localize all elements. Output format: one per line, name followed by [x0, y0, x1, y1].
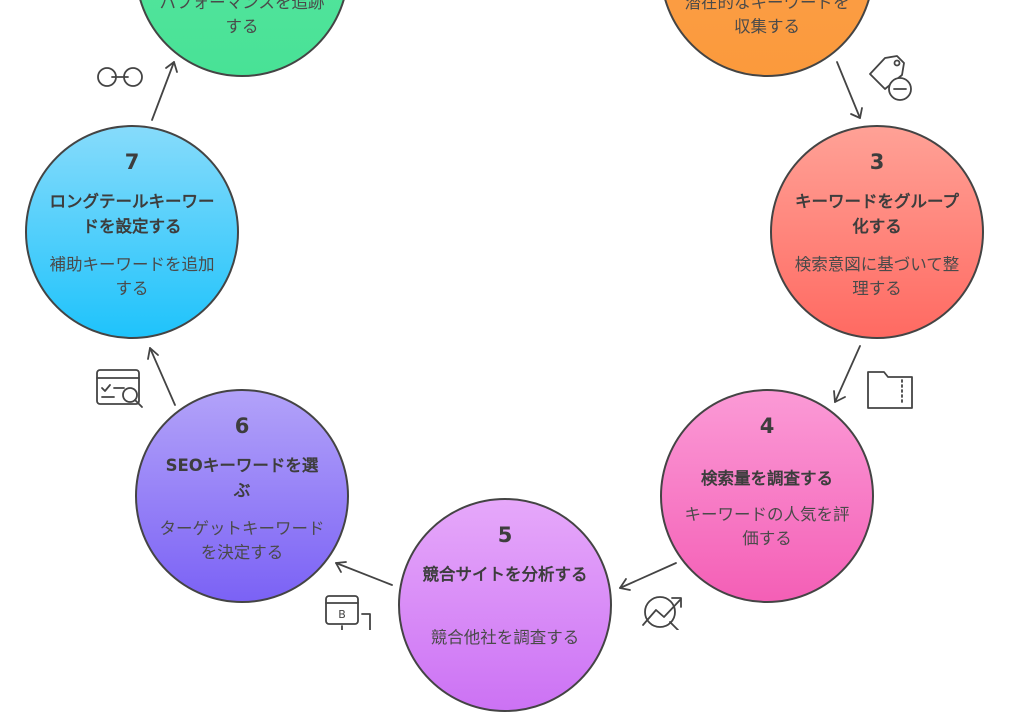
step-7-title: ロングテールキーワードを設定する [49, 192, 215, 236]
arrow-4-to-5 [619, 562, 677, 591]
checklist-search-icon [96, 369, 143, 408]
step-3-circle: 3 キーワードをグループ化する 検索意図に基づいて整理する [770, 125, 984, 339]
step-2-description: 潜在的なキーワードを収集する [684, 0, 850, 36]
arrow-7-to-8 [151, 61, 178, 121]
step-8-description: パフォーマンスを追跡する [159, 0, 325, 36]
step-4-number: 4 [759, 414, 775, 438]
step-5-title: 競合サイトを分析する [422, 565, 588, 584]
arrow-3-to-4 [833, 345, 861, 403]
arrow-2-to-3 [836, 61, 863, 119]
step-4-description: キーワードの人気を評価する [684, 505, 850, 548]
step-7-circle: 7 ロングテールキーワードを設定する 補助キーワードを追加する [25, 125, 239, 339]
step-7-description: 補助キーワードを追加する [49, 255, 215, 298]
svg-text:B: B [338, 608, 346, 621]
step-3-description: 検索意図に基づいて整理する [794, 255, 960, 298]
step-3-title: キーワードをグループ化する [794, 192, 959, 236]
step-3-number: 3 [869, 150, 885, 174]
step-5-number: 5 [497, 523, 513, 547]
chart-arrow-search-icon [642, 596, 682, 630]
arrow-5-to-6 [335, 561, 393, 586]
step-4-circle: 4 検索量を調査する キーワードの人気を評価する [660, 389, 874, 603]
browser-b-icon: B [325, 595, 371, 630]
step-6-description: ターゲットキーワードを決定する [159, 519, 325, 562]
tag-minus-icon [869, 55, 912, 101]
step-6-circle: 6 SEOキーワードを選ぶ ターゲットキーワードを決定する [135, 389, 349, 603]
folder-zip-icon [867, 371, 913, 409]
step-7-number: 7 [124, 150, 140, 174]
arrow-6-to-7 [147, 347, 176, 406]
step-4-title: 検索量を調査する [701, 469, 833, 488]
step-6-number: 6 [234, 414, 250, 438]
step-6-title: SEOキーワードを選ぶ [165, 456, 319, 500]
link-icon [97, 67, 143, 87]
